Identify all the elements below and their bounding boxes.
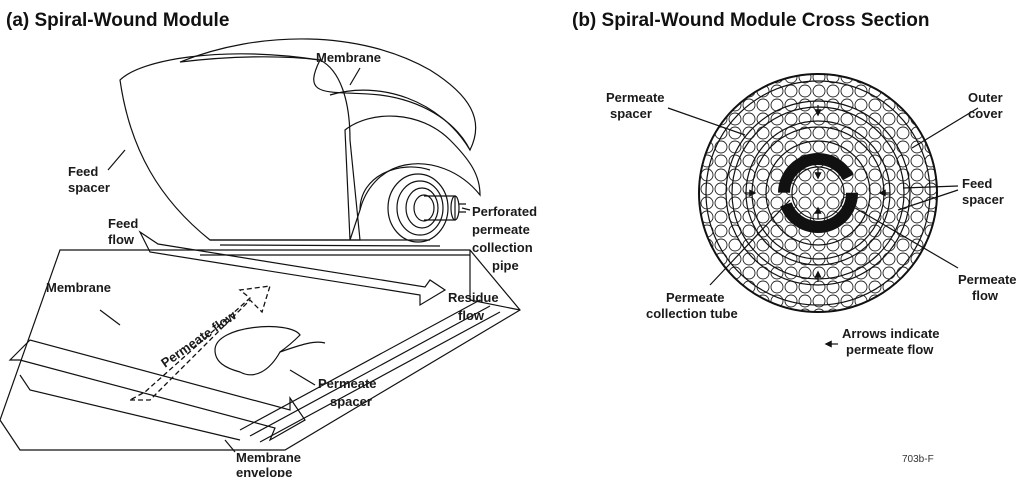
label-permeate-spacer-b-2: spacer	[610, 106, 652, 121]
label-feed-spacer-b-2: spacer	[962, 192, 1004, 207]
label-permeate-spacer-b-1: Permeate	[606, 90, 665, 105]
figure-id: 703b-F	[902, 454, 934, 465]
panel-b-title: (b) Spiral-Wound Module Cross Section	[572, 10, 929, 31]
leader-perforated-pipe	[462, 208, 470, 210]
panel-a-title: (a) Spiral-Wound Module	[6, 10, 229, 31]
label-perforated-4: pipe	[492, 258, 519, 273]
label-permeate-spacer-2: spacer	[330, 394, 372, 409]
label-arrows-2: permeate flow	[846, 342, 934, 357]
label-perforated-3: collection	[472, 240, 533, 255]
leader-permeate-spacer	[290, 370, 315, 385]
leader-membrane-top	[350, 68, 360, 85]
leader-membrane-left	[100, 310, 120, 325]
label-outer-cover-1: Outer	[968, 90, 1003, 105]
label-residue-1: Residue	[448, 290, 499, 305]
label-membrane-left: Membrane	[46, 280, 111, 295]
label-collection-tube-1: Permeate	[666, 290, 725, 305]
label-permeate-flow: Permeate flow	[158, 307, 240, 370]
feed-flow-arrow	[140, 232, 445, 305]
label-arrows-1: Arrows indicate	[842, 326, 940, 341]
panel-a: (a) Spiral-Wound Module	[0, 10, 537, 477]
label-membrane-top: Membrane	[316, 50, 381, 65]
label-feed-spacer-1: Feed	[68, 164, 98, 179]
label-residue-2: flow	[458, 308, 485, 323]
label-permeate-spacer-1: Permeate	[318, 376, 377, 391]
label-outer-cover-2: cover	[968, 106, 1003, 121]
label-envelope-2: envelope	[236, 465, 292, 477]
permeate-spacer-patch	[215, 327, 325, 375]
label-perforated-1: Perforated	[472, 204, 537, 219]
label-feed-spacer-2: spacer	[68, 180, 110, 195]
label-envelope-1: Membrane	[236, 450, 301, 465]
label-permeate-flow-b-1: Permeate	[958, 272, 1017, 287]
label-perforated-2: permeate	[472, 222, 530, 237]
label-feed-flow-1: Feed	[108, 216, 138, 231]
leader-feed-spacer	[108, 150, 125, 170]
label-permeate-flow-b-2: flow	[972, 288, 999, 303]
panel-b: (b) Spiral-Wound Module Cross Section	[572, 10, 1017, 465]
label-feed-flow-2: flow	[108, 232, 135, 247]
rolled-membrane-drum	[120, 39, 480, 246]
label-collection-tube-2: collection tube	[646, 306, 738, 321]
cross-section	[699, 74, 937, 312]
label-feed-spacer-b-1: Feed	[962, 176, 992, 191]
